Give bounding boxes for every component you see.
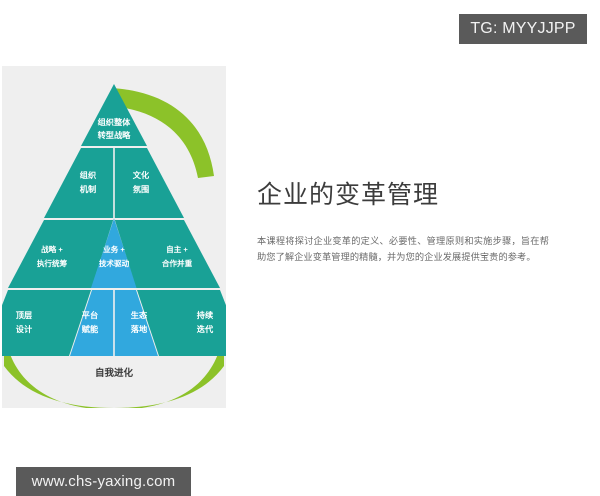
pyramid-block-organization-line2: 机制 [80, 184, 96, 194]
pyramid-block-top-design-line1: 顶层 [16, 311, 32, 320]
pyramid-block-organization [44, 148, 114, 218]
pyramid-block-autonomy-collab-line2: 合作并重 [162, 258, 193, 268]
pyramid-block-strategy-line1: 组织整体 [98, 117, 132, 127]
pyramid-block-platform-empower-line1: 平台 [82, 310, 98, 320]
pyramid-block-strategy [81, 84, 147, 146]
green-arc-upper [110, 88, 214, 178]
pyramid-block-ecosystem-land [114, 290, 158, 356]
pyramid-block-continuous-iteration [137, 290, 226, 356]
pyramid-block-strategy-execution-line1: 战略 + [41, 244, 63, 254]
pyramid-block-top-design-line2: 设计 [16, 324, 33, 334]
pyramid-tier-2: 组织 机制 文化 氛围 [44, 148, 184, 218]
course-illustration: 组织整体 转型战略 组织 机制 文化 氛围 战略 + 执行统筹 业务 + 技术驱… [2, 66, 226, 408]
pyramid-block-autonomy-collab-line1: 自主 + [166, 244, 188, 254]
pyramid-block-autonomy-collab [114, 220, 220, 288]
pyramid-block-culture-line2: 氛围 [133, 184, 149, 194]
pyramid-block-culture [114, 148, 184, 218]
pyramid-block-ecosystem-land-line2: 落地 [131, 324, 148, 334]
course-text-column: 企业的变革管理 本课程将探讨企业变革的定义、必要性、管理原则和实施步骤，旨在帮助… [257, 180, 549, 265]
pyramid-tier-3: 战略 + 执行统筹 业务 + 技术驱动 自主 + 合作并重 [8, 218, 220, 288]
pyramid-tier-4: 顶层 设计 平台 赋能 生态 落地 持续 迭代 [2, 290, 226, 356]
pyramid-block-continuous-iteration-line1: 持续 [197, 310, 214, 320]
pyramid-diagram-svg: 组织整体 转型战略 组织 机制 文化 氛围 战略 + 执行统筹 业务 + 技术驱… [2, 66, 226, 408]
pyramid-base-caption: 自我进化 [95, 367, 134, 379]
pyramid-block-top-design [2, 290, 91, 356]
pyramid-block-business-tech-line1: 业务 + [103, 244, 125, 254]
site-watermark-badge: www.chs-yaxing.com [16, 467, 191, 496]
pyramid-block-platform-empower-line2: 赋能 [82, 324, 99, 334]
pyramid-block-platform-empower [70, 290, 114, 356]
pyramid-block-culture-line1: 文化 [133, 170, 150, 180]
pyramid-block-business-tech-line2: 技术驱动 [99, 258, 130, 268]
telegram-watermark-badge: TG: MYYJJPP [459, 14, 587, 44]
pyramid-tier-1: 组织整体 转型战略 [81, 84, 147, 146]
pyramid-block-ecosystem-land-line1: 生态 [131, 310, 148, 320]
pyramid-block-strategy-line2: 转型战略 [98, 130, 132, 140]
pyramid-block-organization-line1: 组织 [80, 170, 96, 180]
pyramid-block-strategy-execution [8, 220, 114, 288]
page-title: 企业的变革管理 [257, 182, 440, 209]
pyramid-block-strategy-execution-line2: 执行统筹 [37, 258, 68, 268]
pyramid-block-business-tech [91, 218, 137, 288]
pyramid-block-continuous-iteration-line2: 迭代 [197, 324, 214, 334]
course-description: 本课程将探讨企业变革的定义、必要性、管理原则和实施步骤，旨在帮助您了解企业变革管… [257, 236, 549, 263]
